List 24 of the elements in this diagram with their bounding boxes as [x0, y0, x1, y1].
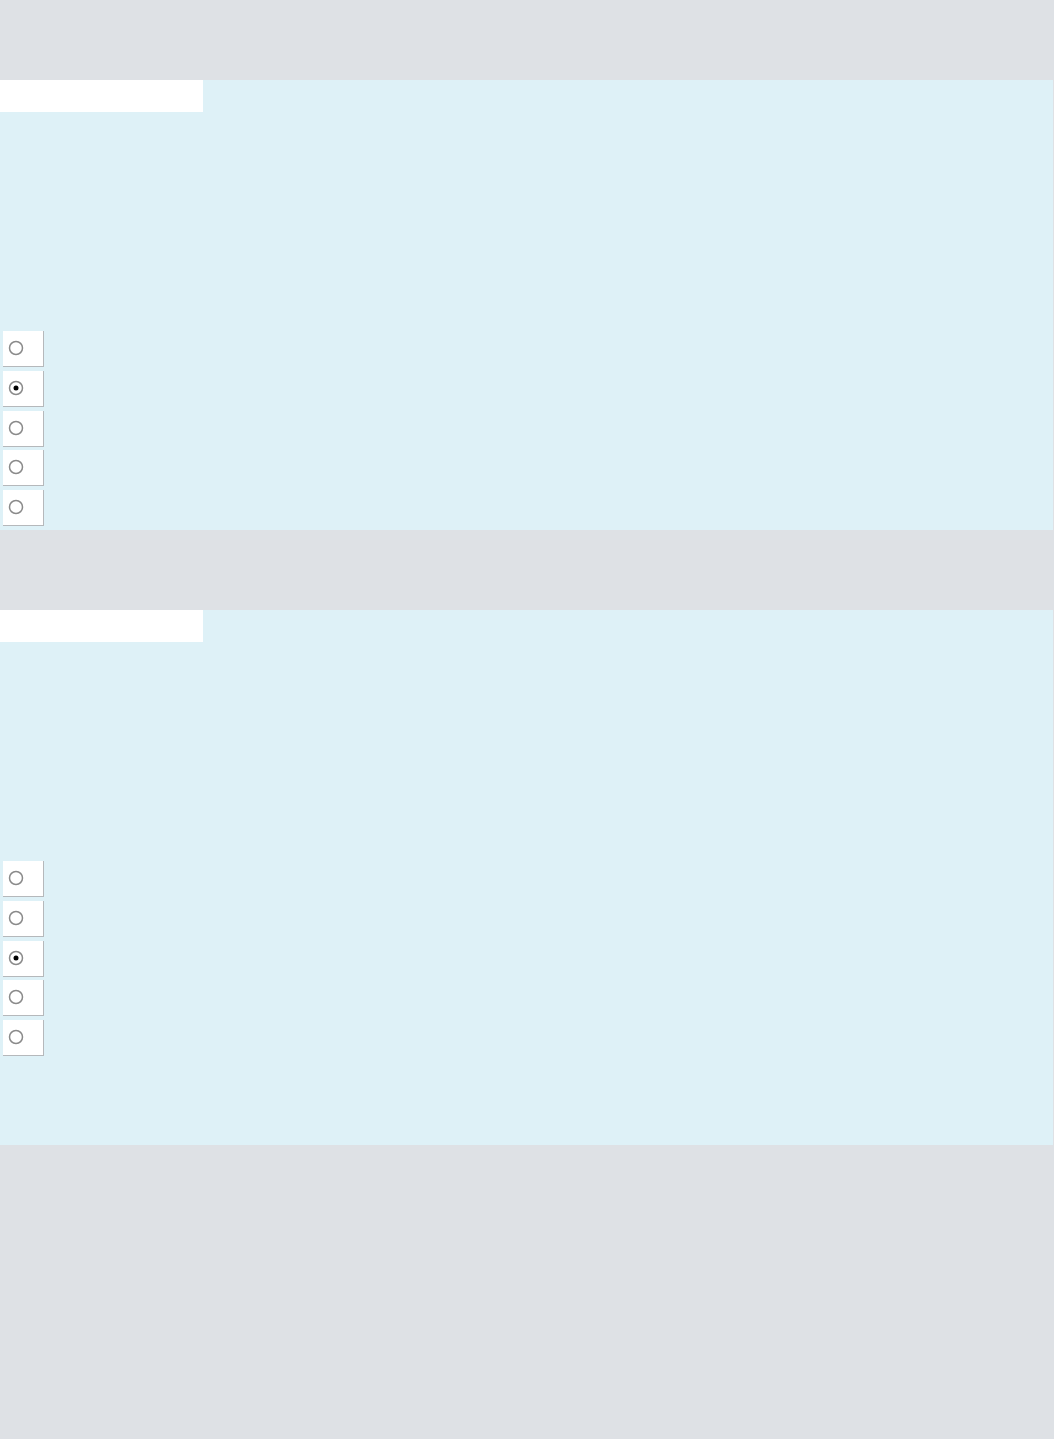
answer-option: [3, 490, 44, 527]
radio-icon: [8, 870, 24, 886]
radio-icon: [8, 420, 24, 435]
header-tab: [0, 610, 203, 642]
radio-icon: [8, 499, 24, 515]
answer-option: [3, 450, 44, 487]
selected-radio-icon: [8, 950, 24, 965]
answer-option: [3, 980, 44, 1017]
radio-icon: [8, 910, 24, 926]
question-panel: [0, 610, 1053, 1145]
radio-icon: [8, 1029, 24, 1045]
question-panel: [0, 80, 1053, 530]
answer-option: [3, 1020, 44, 1057]
answer-option: [3, 861, 44, 897]
header-tab: [0, 80, 203, 112]
radio-icon: [8, 990, 24, 1005]
selected-radio-icon: [8, 380, 24, 396]
answer-option: [3, 900, 44, 937]
answer-option: [3, 331, 44, 367]
radio-icon: [8, 460, 24, 475]
answer-option: [3, 410, 44, 447]
answer-option: [3, 370, 44, 407]
radio-icon: [8, 340, 24, 356]
answer-option: [3, 940, 44, 977]
